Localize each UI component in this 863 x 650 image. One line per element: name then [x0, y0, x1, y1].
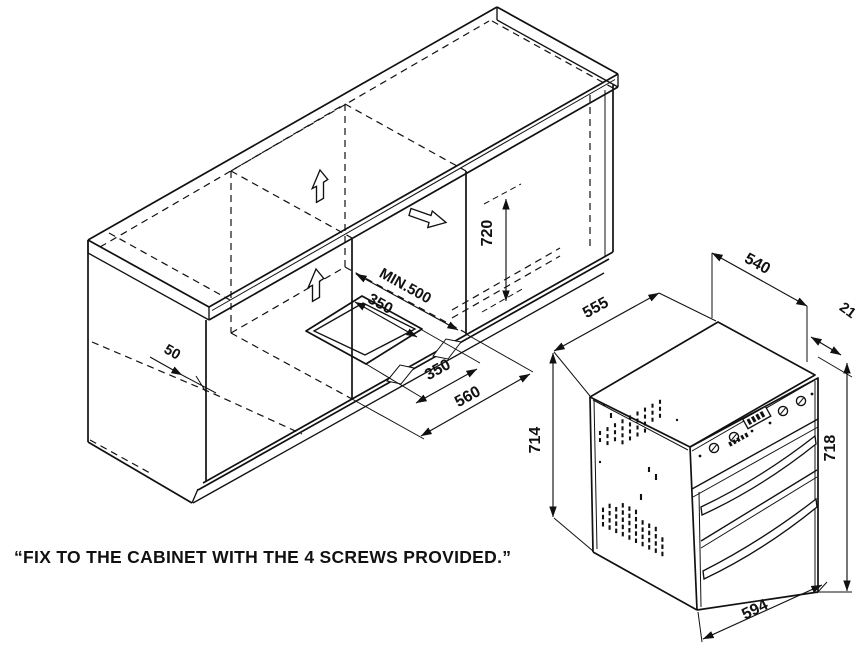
- edge-break-marks: [386, 338, 462, 385]
- dim-label-50: 50: [161, 342, 183, 364]
- control-panel: [691, 392, 819, 498]
- oven-knob: [795, 395, 807, 407]
- brand-mark: [728, 432, 749, 447]
- oven-knob: [708, 442, 720, 454]
- dim-label-560: 560: [452, 383, 484, 411]
- side-vents-top: [598, 399, 662, 446]
- door-handle-lower: [702, 497, 818, 581]
- forward-arrow-icon: [408, 207, 448, 229]
- caption-text: “FIX TO THE CABINET WITH THE 4 SCREWS PR…: [14, 547, 511, 567]
- dim-front-setback: 50: [149, 342, 217, 394]
- oven-drawing: 555 540 21 714 718 594: [527, 250, 859, 643]
- dim-label-720: 720: [479, 220, 496, 247]
- oven-front-face: [689, 377, 819, 611]
- dim-oven-depth: 555: [553, 292, 717, 352]
- up-arrow-icon: [306, 267, 325, 303]
- dim-label-714: 714: [527, 427, 544, 454]
- dim-niche-height: 720: [479, 183, 525, 313]
- oven-knob: [777, 405, 789, 417]
- side-vents-bottom: [601, 503, 664, 557]
- door-handle-upper: [700, 434, 817, 516]
- dim-label-718: 718: [822, 435, 839, 462]
- dim-carcase-height: 714: [527, 351, 594, 552]
- dim-fascia-overhang: 21: [810, 300, 859, 378]
- oven-top-face: [589, 321, 816, 452]
- dim-label-555: 555: [580, 294, 612, 322]
- display: [741, 405, 772, 430]
- dim-front-width: 594: [697, 581, 828, 643]
- dim-niche-width: 560: [351, 333, 534, 440]
- dim-label-cutout-depth: 350: [365, 290, 396, 317]
- dim-label-21: 21: [836, 300, 858, 322]
- dim-front-height: 718: [819, 362, 852, 593]
- oven-side-panel: [589, 396, 698, 611]
- dim-label-540: 540: [741, 250, 773, 278]
- counter-top: [87, 6, 619, 321]
- up-arrow-icon: [310, 168, 329, 204]
